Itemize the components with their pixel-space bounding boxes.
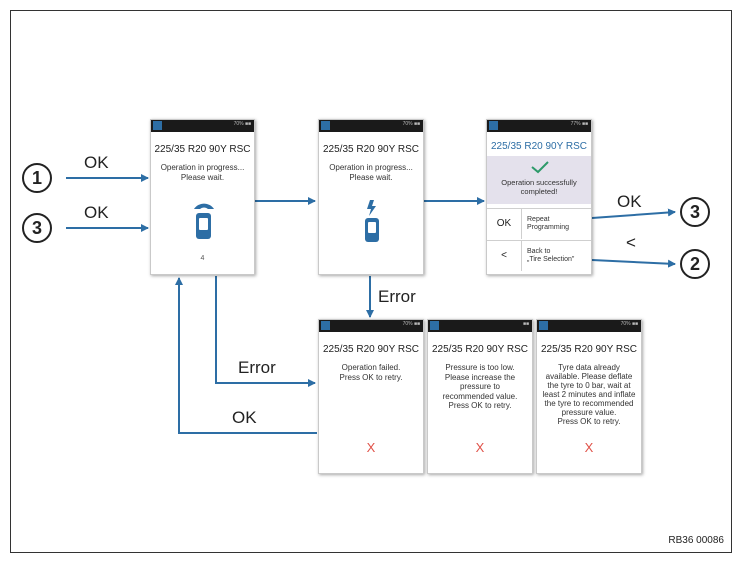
app-icon (489, 121, 498, 130)
option-label: Back to (527, 248, 551, 255)
tire-size: 225/35 R20 90Y RSC (432, 344, 528, 355)
message-line: Please wait. (180, 172, 225, 182)
option-label: Programming (527, 224, 570, 231)
app-icon (430, 321, 439, 330)
message-line: the tyre to 0 bar, wait at (547, 381, 631, 390)
message-line: least 2 minutes and inflate (542, 390, 636, 399)
message-line: pressure to (459, 382, 501, 391)
message-line: Operation failed. (341, 363, 401, 372)
message-line: recommended value. (442, 391, 518, 401)
label-error: Error (238, 358, 276, 377)
message-line: available. Please deflate (545, 372, 633, 381)
arrow-ok-out (591, 208, 676, 219)
tire-size: 225/35 R20 90Y RSC (541, 344, 637, 355)
message-line: Tyre data already (558, 363, 620, 372)
label-error: Error (378, 287, 416, 306)
message-line: the tyre to recommended (544, 399, 634, 408)
app-icon (153, 121, 162, 130)
screen-success: 77% ■■ 225/35 R20 90Y RSC Operation succ… (486, 119, 592, 275)
status-bar: 70% ■■ (537, 320, 641, 332)
status-bar: 70% ■■ (151, 120, 254, 132)
option-repeat-programming[interactable]: OK Repeat Programming (487, 208, 591, 239)
message-line: Operation in progress... (329, 163, 413, 172)
back-key[interactable]: < (487, 241, 522, 271)
message-line: completed! (520, 187, 558, 196)
programming-icon (365, 200, 379, 242)
step-circle-3: 3 (22, 213, 52, 243)
tire-size: 225/35 R20 90Y RSC (154, 144, 251, 155)
screen-error-tyre-data: 70% ■■ 225/35 R20 90Y RSC Tyre data alre… (536, 319, 642, 474)
message-line: Please increase the (444, 372, 516, 382)
label-ok: OK (84, 153, 109, 172)
message-line: Press OK to retry. (448, 401, 512, 410)
step-circle-2-out: 2 (680, 249, 710, 279)
option-label: „Tire Selection" (527, 256, 575, 263)
step-circle-3-out: 3 (680, 197, 710, 227)
tire-size: 225/35 R20 90Y RSC (323, 144, 419, 155)
document-id: RB36 00086 (668, 535, 724, 546)
status-text: 70% ■■ (402, 121, 420, 127)
error-x-icon: X (366, 440, 376, 455)
option-label: Repeat (527, 216, 550, 223)
label-ok: OK (232, 408, 257, 427)
tire-size: 225/35 R20 90Y RSC (491, 141, 587, 152)
error-x-icon: X (475, 440, 485, 455)
status-bar: ■■ (428, 320, 532, 332)
label-back: < (626, 233, 636, 252)
error-x-icon: X (584, 440, 594, 455)
message-line: Pressure is too low. (445, 363, 515, 372)
screen-in-progress-2: 70% ■■ 225/35 R20 90Y RSC Operation in p… (318, 119, 424, 275)
screen-error-pressure-low: ■■ 225/35 R20 90Y RSC Pressure is too lo… (427, 319, 533, 474)
remote-control-icon (194, 203, 214, 239)
diagram-frame (10, 10, 732, 553)
status-bar: 70% ■■ (319, 120, 423, 132)
label-ok: OK (84, 203, 109, 222)
app-icon (321, 121, 330, 130)
message-line: Press OK to retry. (339, 372, 403, 382)
success-panel: Operation successfully completed! (487, 156, 591, 204)
message-line: Operation successfully (501, 178, 577, 187)
status-text: 77% ■■ (570, 121, 588, 127)
arrow-back-out (591, 259, 676, 268)
arrow-error-left (215, 276, 316, 387)
status-text: ■■ (522, 321, 529, 327)
screen-error-failed: 70% ■■ 225/35 R20 90Y RSC Operation fail… (318, 319, 424, 474)
option-back-to-tire-selection[interactable]: < Back to „Tire Selection" (487, 240, 591, 271)
status-bar: 70% ■■ (319, 320, 423, 332)
status-text: 70% ■■ (402, 321, 420, 327)
checkmark-icon (531, 161, 549, 174)
status-bar: 77% ■■ (487, 120, 591, 132)
status-text: 70% ■■ (233, 121, 251, 127)
step-circle-1: 1 (22, 163, 52, 193)
message-line: Press OK to retry. (557, 417, 621, 426)
message-line: Operation in progress... (160, 163, 245, 172)
ok-key[interactable]: OK (487, 209, 522, 239)
app-icon (539, 321, 548, 330)
tire-size: 225/35 R20 90Y RSC (323, 344, 419, 355)
label-ok: OK (617, 192, 642, 211)
message-line: pressure value. (561, 408, 617, 417)
screen-in-progress-1: 70% ■■ 225/35 R20 90Y RSC Operation in p… (150, 119, 255, 275)
message-line: Please wait. (349, 172, 393, 182)
status-text: 70% ■■ (620, 321, 638, 327)
arrow-ok-back (175, 277, 317, 434)
counter-value: 4 (200, 255, 205, 262)
app-icon (321, 321, 330, 330)
